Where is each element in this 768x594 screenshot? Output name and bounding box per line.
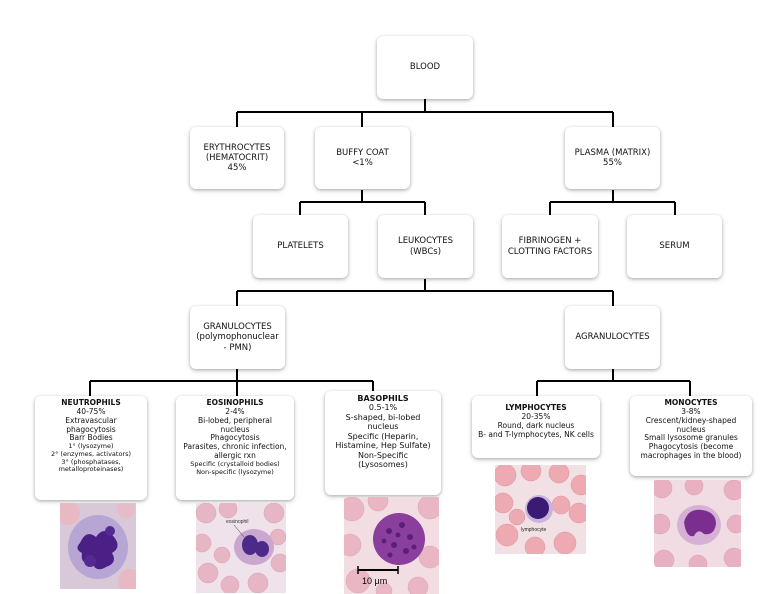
monocytes-line: Phagocytosis (become	[648, 442, 734, 452]
buffy-coat-pct: <1%	[352, 158, 373, 168]
monocytes-pct: 3-8%	[681, 406, 701, 416]
blood-label: BLOOD	[409, 62, 441, 73]
plasma-node: PLASMA (MATRIX) 55%	[565, 127, 660, 189]
serum-label: SERUM	[659, 241, 690, 252]
fibrinogen-line2: CLOTTING FACTORS	[507, 246, 593, 257]
lymphocytes-title: LYMPHOCYTES	[505, 403, 567, 412]
plasma-title: PLASMA (MATRIX)	[574, 147, 651, 158]
agranulocytes-label: AGRANULOCYTES	[575, 332, 650, 343]
monocytes-node: MONOCYTES 3-8% Crescent/kidney-shaped nu…	[630, 396, 752, 476]
neutrophils-line: metalloproteinases)	[58, 465, 124, 474]
erythrocytes-title: ERYTHROCYTES	[203, 142, 271, 153]
eosinophils-line: Bi-lobed, peripheral	[198, 415, 272, 425]
basophils-pct: 0.5-1%	[368, 403, 398, 413]
erythrocytes-pct: 45%	[227, 163, 247, 174]
granulocytes-sub2: - PMN)	[223, 342, 252, 353]
eosinophils-node: EOSINOPHILS 2-4% Bi-lobed, peripheral nu…	[176, 396, 294, 500]
platelets-label: PLATELETS	[277, 241, 324, 252]
basophil-scale-label: 10 μm	[362, 576, 387, 586]
eosinophils-title: EOSINOPHILS	[206, 398, 264, 407]
neutrophils-line: Extravascular	[65, 415, 117, 425]
leukocytes-node: LEUKOCYTES (WBCs)	[378, 215, 473, 278]
eosinophils-line: Phagocytosis	[210, 433, 260, 443]
basophils-line: Histamine, Hep Sulfate)	[335, 441, 431, 451]
buffy-coat-node: BUFFY COAT <1%	[315, 127, 410, 189]
basophils-line: S-shaped, bi-lobed	[345, 412, 421, 422]
lymphocytes-node: LYMPHOCYTES 20-35% Round, dark nucleus B…	[472, 396, 600, 458]
granulocytes-title: GRANULOCYTES	[203, 322, 272, 333]
fibrinogen-node: FIBRINOGEN + CLOTTING FACTORS	[502, 215, 598, 278]
lymphocytes-pct: 20-35%	[521, 411, 551, 421]
monocytes-line: nucleus	[676, 424, 706, 434]
eosinophils-line: Non-specific (lysozyme)	[196, 467, 274, 476]
erythrocytes-node: ERYTHROCYTES (HEMATOCRIT) 45%	[190, 127, 284, 189]
fibrinogen-line1: FIBRINOGEN +	[518, 236, 582, 247]
granulocytes-sub1: (polymophonuclear	[196, 332, 279, 343]
lymphocytes-line: B- and T-lymphocytes, NK cells	[478, 429, 594, 439]
eosinophil-image: eosinophil	[196, 503, 286, 593]
basophils-line: (Lysosomes)	[358, 460, 408, 470]
basophils-node: BASOPHILS 0.5-1% S-shaped, bi-lobed nucl…	[325, 391, 441, 495]
granulocytes-node: GRANULOCYTES (polymophonuclear - PMN)	[190, 306, 285, 369]
neutrophil-image	[60, 503, 136, 589]
neutrophils-line: phagocytosis	[66, 424, 116, 434]
blood-node: BLOOD	[377, 36, 473, 99]
lymphocyte-image-label: lymphocyte	[521, 527, 547, 533]
basophils-line: Non-Specific	[358, 450, 408, 460]
platelets-node: PLATELETS	[253, 215, 348, 278]
basophil-image: 10 μm	[344, 497, 439, 594]
eosinophil-image-label: eosinophil	[226, 519, 249, 525]
plasma-pct: 55%	[603, 158, 622, 168]
neutrophils-pct: 40-75%	[76, 406, 106, 416]
eosinophils-line: nucleus	[220, 424, 250, 434]
neutrophils-title: NEUTROPHILS	[61, 398, 121, 407]
leukocytes-sub: (WBCs)	[409, 246, 442, 257]
neutrophils-line: 1° (lysozyme)	[68, 442, 114, 451]
eosinophils-line: Parasites, chronic infection,	[183, 442, 287, 452]
basophils-title: BASOPHILS	[357, 394, 409, 403]
monocytes-line: macrophages in the blood)	[640, 451, 742, 461]
eosinophils-line: allergic rxn	[214, 451, 256, 461]
monocytes-line: Crescent/kidney-shaped	[645, 415, 737, 425]
basophils-line: Specific (Heparin,	[347, 431, 419, 441]
erythrocytes-sub: (HEMATOCRIT)	[205, 152, 269, 163]
basophils-line: nucleus	[367, 422, 399, 432]
eosinophils-line: Specific (crystalloid bodies)	[190, 459, 280, 468]
leukocytes-title: LEUKOCYTES	[397, 236, 454, 247]
serum-node: SERUM	[627, 215, 722, 278]
neutrophils-line: 3° (phosphatases,	[61, 457, 121, 466]
eosinophils-pct: 2-4%	[225, 406, 245, 416]
buffy-coat-title: BUFFY COAT	[336, 147, 389, 158]
agranulocytes-node: AGRANULOCYTES	[565, 306, 660, 369]
lymphocyte-image: lymphocyte	[495, 465, 586, 554]
lymphocytes-line: Round, dark nucleus	[497, 420, 575, 430]
neutrophils-line: Barr Bodies	[69, 433, 113, 443]
monocyte-image	[654, 480, 741, 567]
monocytes-title: MONOCYTES	[664, 398, 718, 407]
monocytes-line: Small lysosome granules	[644, 433, 738, 443]
neutrophils-line: 2° (enzymes, activators)	[50, 449, 132, 458]
neutrophils-node: NEUTROPHILS 40-75% Extravascular phagocy…	[35, 396, 147, 500]
